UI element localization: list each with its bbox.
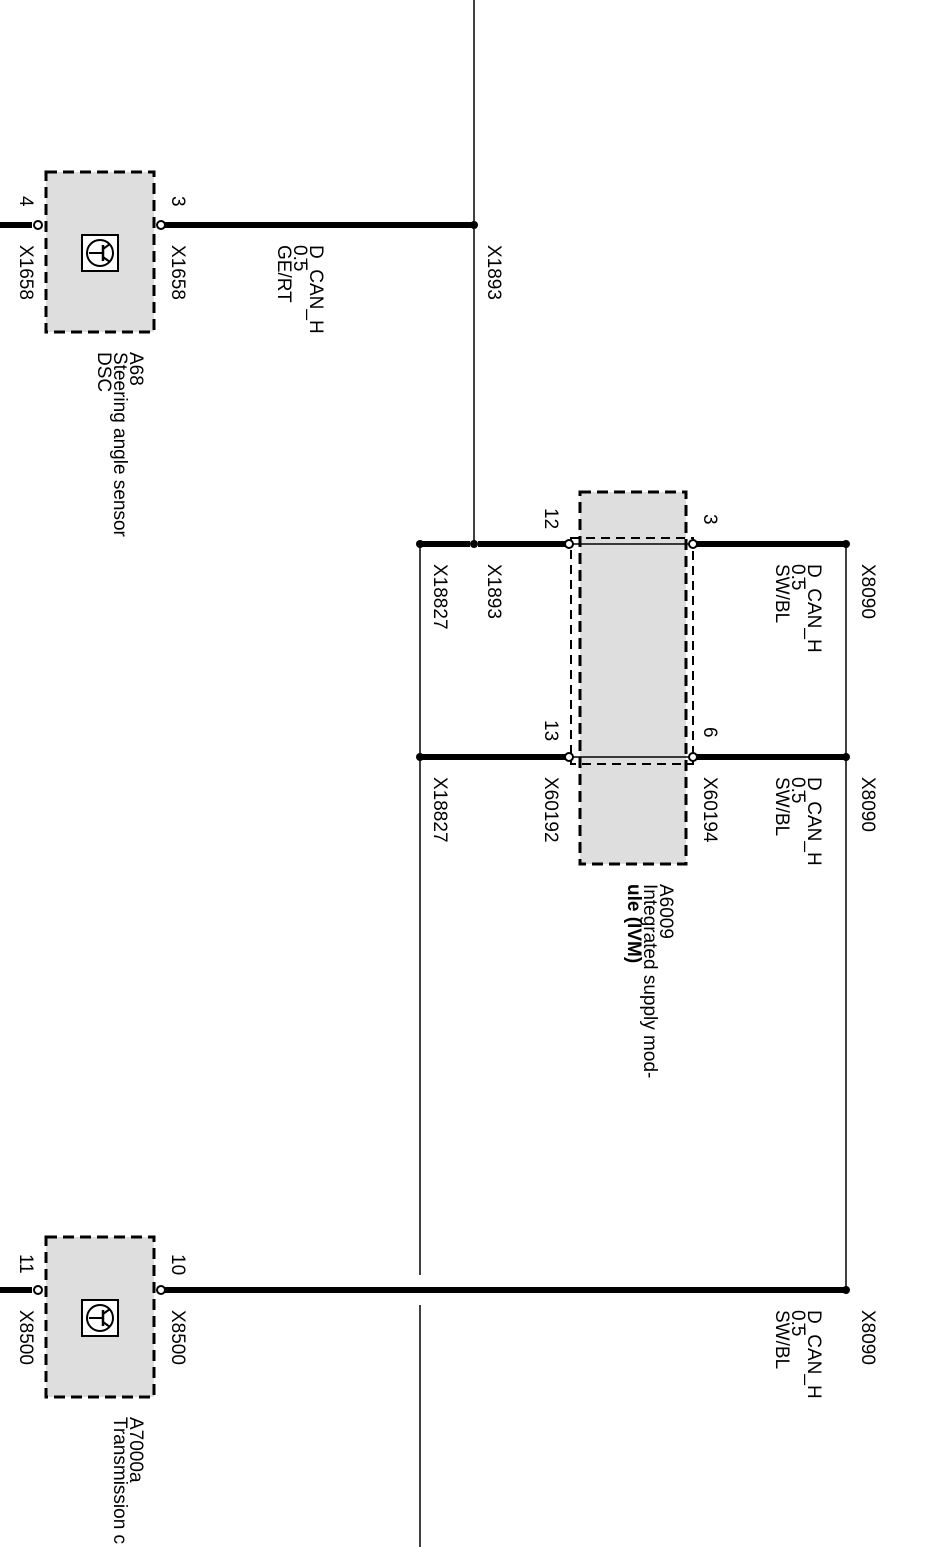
wire4-color: SW/BL <box>771 1310 792 1369</box>
connector-label-a68-right: X1658 <box>15 245 36 300</box>
connector-label-a6009-x60192: X60192 <box>540 777 561 843</box>
splice-label-x1893-bottom: X1893 <box>483 564 504 619</box>
connector-label-a7000a-left: X8500 <box>167 1310 188 1365</box>
splice-label-x1893-top: X1893 <box>483 245 504 300</box>
module-a7000a-ref: A7000a <box>125 1417 146 1483</box>
module-a6009 <box>564 490 698 866</box>
splice-label-x8090-middle: X8090 <box>857 777 878 832</box>
splice-dot-x8090-top <box>842 540 850 548</box>
module-a6009-name-line2: ule (IVM) <box>623 884 644 963</box>
pin-ring-a6009-6 <box>688 752 698 762</box>
splice-dot-x1893-bottom <box>470 540 478 548</box>
module-a68-ref: A68 <box>125 352 146 386</box>
wire3-color: SW/BL <box>771 777 792 836</box>
pin-ring-a7000a-right <box>33 1285 43 1295</box>
wire1-signal: D_CAN_H <box>305 245 326 334</box>
module-a7000a <box>33 1235 166 1399</box>
pin-label-a68-left: 3 <box>167 196 188 207</box>
splice-dot-x18827-bottom <box>416 753 424 761</box>
splice-label-x18827-bottom: X18827 <box>429 777 450 843</box>
module-a6009-name: Integrated supply mod- <box>639 884 660 1078</box>
pin-ring-a6009-12 <box>564 539 574 549</box>
transistor-symbol-icon <box>81 234 119 272</box>
connector-label-a68-left: X1658 <box>167 245 188 300</box>
wire2-signal: D_CAN_H <box>803 564 824 653</box>
transistor-symbol-icon <box>81 1299 119 1337</box>
wire4-signal: D_CAN_H <box>803 1310 824 1399</box>
module-a6009-inner-frame <box>570 537 694 765</box>
pin-label-a6009-3: 3 <box>699 514 720 525</box>
wire2-color: SW/BL <box>771 564 792 623</box>
splice-label-x18827-top: X18827 <box>429 564 450 630</box>
module-a6009-ref: A6009 <box>655 884 676 939</box>
pin-label-a6009-12: 12 <box>540 508 561 529</box>
splice-dot-x1893-top <box>470 221 478 229</box>
module-a68-name: Steering angle sensor <box>109 352 130 538</box>
pin-ring-a6009-13 <box>564 752 574 762</box>
connector-label-a6009-x60194: X60194 <box>699 777 720 843</box>
pin-label-a68-right: 4 <box>15 196 36 207</box>
module-a68 <box>33 170 166 334</box>
splice-dot-x8090-middle <box>842 753 850 761</box>
wire1-color: GE/RT <box>273 245 294 303</box>
wire4-gauge: 0.5 <box>787 1310 808 1336</box>
pin-ring-a6009-3 <box>688 539 698 549</box>
connector-label-a7000a-right: X8500 <box>15 1310 36 1365</box>
module-a7000a-name: Transmission c <box>109 1417 130 1544</box>
pin-ring-a7000a-left <box>156 1285 166 1295</box>
pin-ring-a68-left <box>156 220 166 230</box>
pin-label-a7000a-right: 11 <box>15 1254 36 1274</box>
pin-label-a6009-6: 6 <box>699 727 720 738</box>
wire3-signal: D_CAN_H <box>803 777 824 866</box>
pin-label-a7000a-left: 10 <box>167 1254 188 1275</box>
splice-label-x8090-bottom: X8090 <box>857 1310 878 1365</box>
wire1-gauge: 0.5 <box>289 245 310 271</box>
wire2-gauge: 0.5 <box>787 564 808 590</box>
module-a6009-box <box>578 490 688 866</box>
module-a68-name-line2: DSC <box>93 352 114 392</box>
splice-dot-x18827-top <box>416 540 424 548</box>
pin-label-a6009-13: 13 <box>540 720 561 741</box>
wire3-gauge: 0.5 <box>787 777 808 803</box>
splice-label-x8090-top: X8090 <box>857 564 878 619</box>
splice-dot-x8090-bottom <box>842 1286 850 1294</box>
pin-ring-a68-right <box>33 220 43 230</box>
